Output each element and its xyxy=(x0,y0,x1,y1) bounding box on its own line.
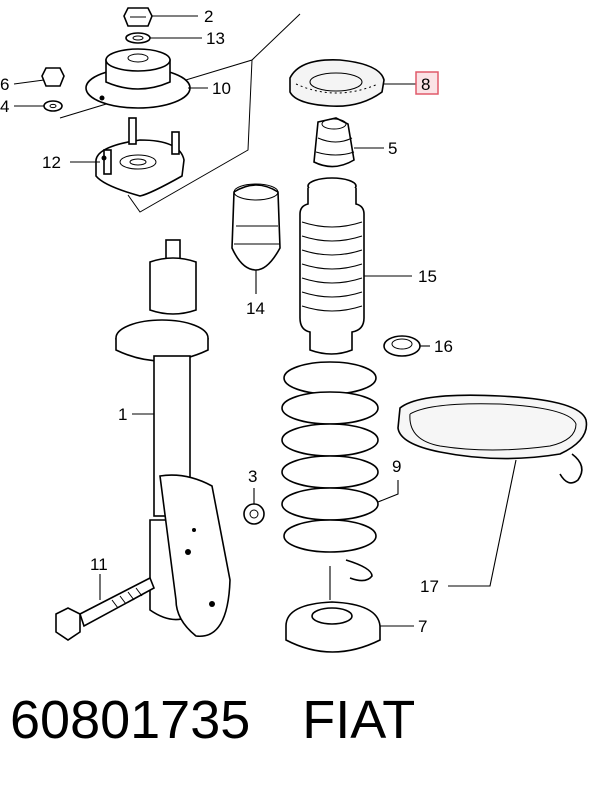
callout-6: 6 xyxy=(0,75,9,94)
callout-14: 14 xyxy=(246,299,265,318)
brand-name: FIAT xyxy=(302,690,416,750)
bellows-part-15 xyxy=(299,177,365,355)
callout-17: 17 xyxy=(420,577,439,596)
mount-plate-part-12 xyxy=(95,117,185,197)
callout-11: 11 xyxy=(90,555,108,574)
nut-part-6 xyxy=(41,67,65,87)
callout-2: 2 xyxy=(204,7,213,26)
callout-10: 10 xyxy=(212,79,231,98)
callout-13: 13 xyxy=(206,29,225,48)
coil-spring-part-9 xyxy=(281,361,379,582)
bump-stop-part-5 xyxy=(313,117,355,168)
hose-loop-part-17 xyxy=(397,394,588,484)
callout-8-highlight-box xyxy=(415,71,439,95)
insulator-ring-part-8 xyxy=(289,59,385,108)
part-caption: 60801735 FIAT xyxy=(10,690,415,750)
nut-part-3 xyxy=(243,503,265,525)
callout-1: 1 xyxy=(118,405,127,424)
callout-12: 12 xyxy=(42,153,61,172)
strut-part-1 xyxy=(115,239,231,637)
callout-labels: 2 13 6 4 10 12 8 5 14 15 16 1 3 9 11 17 … xyxy=(0,7,453,636)
bolt-part-11 xyxy=(55,576,156,641)
nut-part-2 xyxy=(123,7,153,27)
spring-seat-part-7 xyxy=(285,601,381,653)
washer-part-4 xyxy=(43,100,63,112)
top-mount-part-10 xyxy=(85,48,191,109)
ring-part-16 xyxy=(383,335,421,357)
callout-4: 4 xyxy=(0,97,9,116)
callout-5: 5 xyxy=(388,139,397,158)
callout-7: 7 xyxy=(418,617,427,636)
callout-3: 3 xyxy=(248,467,257,486)
callout-9: 9 xyxy=(392,457,401,476)
group-bracket-line xyxy=(59,13,301,213)
part-number: 60801735 xyxy=(10,690,251,750)
callout-8: 8 xyxy=(421,75,430,94)
callout-16: 16 xyxy=(434,337,453,356)
washer-part-13 xyxy=(125,32,151,44)
callout-15: 15 xyxy=(418,267,437,286)
dust-cover-part-14 xyxy=(231,183,281,271)
leader-lines xyxy=(13,15,517,627)
